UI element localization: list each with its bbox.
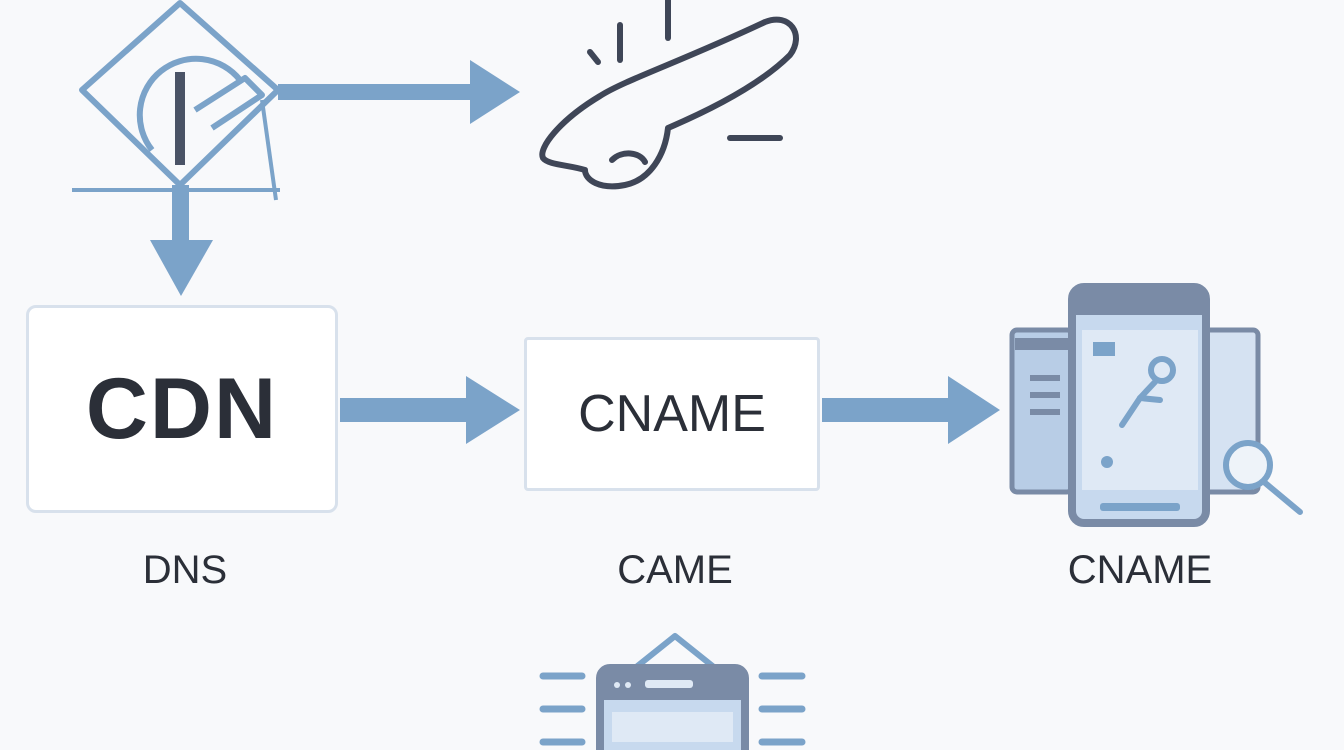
arrow-cdn-to-cname xyxy=(340,376,520,444)
road-sign-icon xyxy=(72,0,281,201)
arrow-sign-to-cdn xyxy=(150,185,213,296)
cname-box: CNAME xyxy=(524,337,820,491)
cname-label: CNAME xyxy=(578,385,766,443)
caption-came: CAME xyxy=(617,548,733,592)
browser-window-icon xyxy=(539,633,806,750)
arrow-cname-to-devices xyxy=(822,376,1000,444)
mobile-devices-icon xyxy=(1009,283,1261,527)
cdn-box: CDN xyxy=(26,305,338,513)
caption-dns: DNS xyxy=(142,548,228,592)
caption-cname: CNAME xyxy=(1067,548,1213,592)
pointing-hand-icon xyxy=(539,0,799,190)
magnifier-icon xyxy=(1223,440,1303,515)
cdn-label: CDN xyxy=(85,360,279,457)
arrow-sign-to-hand xyxy=(278,60,520,124)
